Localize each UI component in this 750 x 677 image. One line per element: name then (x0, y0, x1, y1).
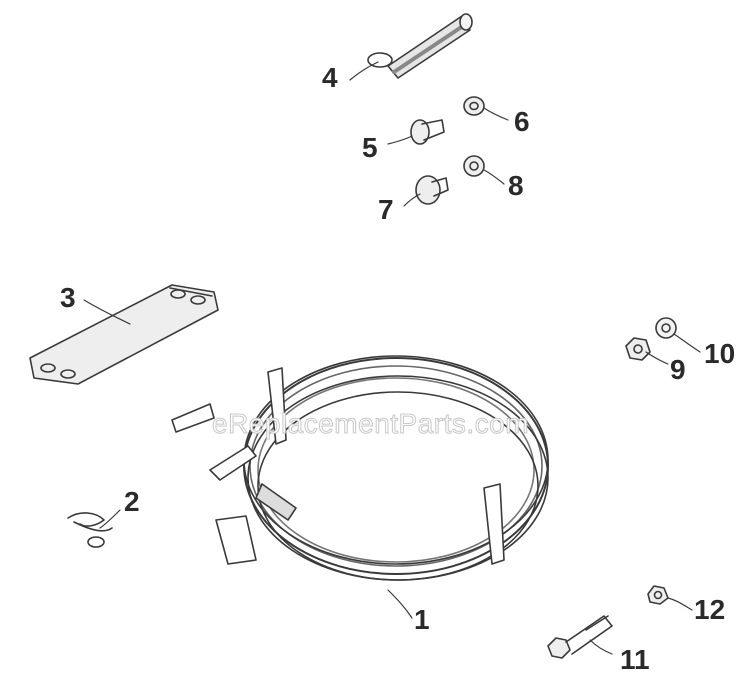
callout-1: 1 (414, 604, 430, 635)
callout-3: 3 (60, 282, 76, 313)
part-9-nut (625, 337, 651, 361)
leader-lines (83, 61, 701, 655)
part-2-clip (67, 512, 113, 548)
callout-7: 7 (378, 194, 394, 225)
callout-9: 9 (670, 354, 686, 385)
part-12-nut (647, 585, 669, 605)
part-7-pin (415, 175, 449, 205)
part-8-nut (463, 155, 485, 177)
part-11-bolt (547, 615, 613, 659)
callout-8: 8 (508, 170, 524, 201)
part-5-rivet (410, 119, 445, 145)
callout-2: 2 (124, 486, 140, 517)
callout-5: 5 (362, 132, 378, 163)
part-1-element (171, 355, 549, 581)
callout-6: 6 (514, 106, 530, 137)
part-6-washer (463, 96, 485, 116)
callout-12: 12 (694, 594, 726, 625)
callout-4: 4 (322, 62, 338, 93)
watermark-text: eReplacementParts.com (211, 408, 530, 440)
part-3-bracket (29, 284, 219, 385)
callout-10: 10 (704, 338, 736, 369)
callout-11: 11 (620, 644, 650, 675)
part-4-pin (367, 13, 473, 79)
part-10-washer (655, 317, 677, 339)
